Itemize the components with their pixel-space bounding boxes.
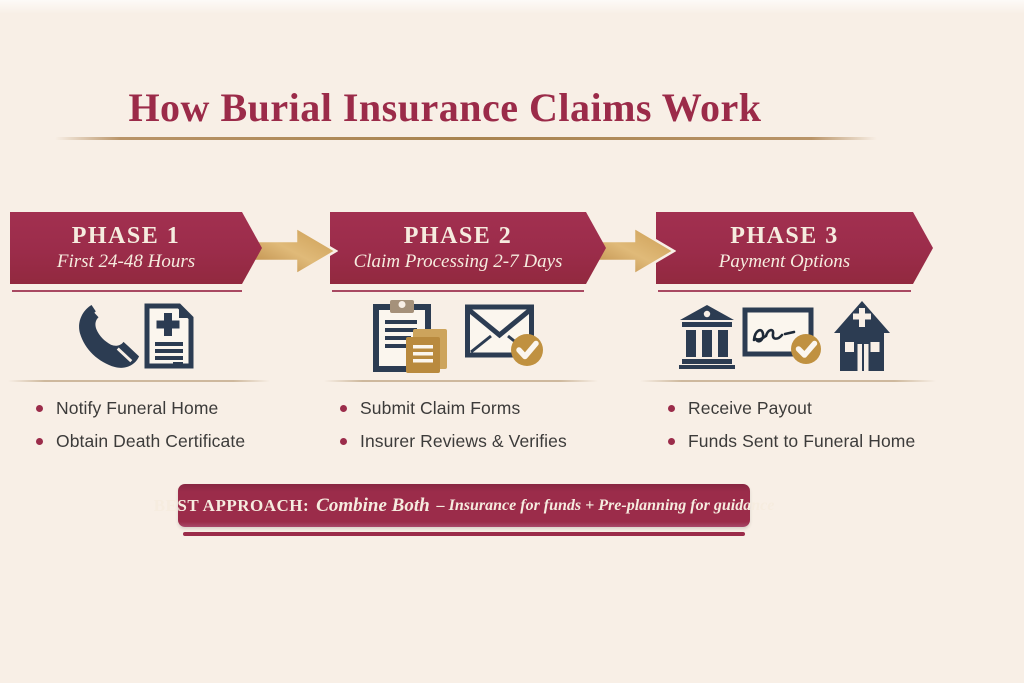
bullet-dot bbox=[668, 438, 675, 445]
bullet-dot bbox=[340, 405, 347, 412]
mail-verified-icon bbox=[465, 304, 545, 368]
funeral-home-icon bbox=[832, 299, 892, 373]
phase-3-title: PHASE 3 bbox=[730, 222, 839, 249]
best-approach-label: BEST APPROACH: bbox=[153, 495, 310, 515]
phase-2-title: PHASE 2 bbox=[403, 222, 513, 249]
bank-icon bbox=[678, 303, 736, 369]
phase-3-divider bbox=[640, 380, 936, 382]
list-item: Receive Payout bbox=[668, 392, 915, 425]
page-title: How Burial Insurance Claims Work bbox=[128, 85, 762, 130]
phase-1-divider bbox=[8, 380, 270, 382]
bullet-dot bbox=[668, 405, 675, 412]
phase-2-divider bbox=[324, 380, 598, 382]
phase-3-banner-underline bbox=[658, 290, 911, 292]
phase-3-bullet-list: Receive Payout Funds Sent to Funeral Hom… bbox=[668, 392, 915, 458]
bullet-dot bbox=[36, 438, 43, 445]
phase-1-subtitle: First 24-48 Hours bbox=[56, 251, 196, 273]
list-item: Insurer Reviews & Verifies bbox=[340, 425, 567, 458]
bullet-text: Insurer Reviews & Verifies bbox=[360, 431, 567, 451]
phase-3-banner: PHASE 3 Payment Options bbox=[656, 212, 933, 284]
phase-2-banner: PHASE 2 Claim Processing 2-7 Days bbox=[330, 212, 606, 284]
death-certificate-icon bbox=[143, 302, 195, 370]
phase-3-icon-group bbox=[656, 297, 914, 375]
phase-1-banner-underline bbox=[12, 290, 242, 292]
phase-2-subtitle: Claim Processing 2-7 Days bbox=[353, 251, 563, 273]
phase-2-icon-group bbox=[330, 297, 588, 375]
bullet-text: Obtain Death Certificate bbox=[56, 431, 246, 451]
phase-3-subtitle: Payment Options bbox=[718, 251, 851, 273]
bullet-text: Notify Funeral Home bbox=[56, 398, 219, 418]
flow-arrow-icon bbox=[245, 225, 339, 277]
phase-1-title: PHASE 1 bbox=[71, 222, 181, 249]
list-item: Obtain Death Certificate bbox=[36, 425, 245, 458]
signed-check-icon bbox=[742, 307, 826, 365]
bullet-text: Submit Claim Forms bbox=[360, 398, 521, 418]
best-approach-highlight: Combine Both bbox=[316, 494, 430, 516]
best-approach-banner-underline bbox=[183, 532, 745, 536]
best-approach-banner: BEST APPROACH: Combine Both – Insurance … bbox=[154, 484, 774, 527]
bullet-dot bbox=[340, 438, 347, 445]
phase-2-banner-underline bbox=[332, 290, 584, 292]
phase-1-banner: PHASE 1 First 24-48 Hours bbox=[10, 212, 262, 284]
title-divider bbox=[55, 137, 877, 140]
list-item: Funds Sent to Funeral Home bbox=[668, 425, 915, 458]
bullet-text: Funds Sent to Funeral Home bbox=[688, 431, 916, 451]
list-item: Notify Funeral Home bbox=[36, 392, 245, 425]
phase-1-icon-group bbox=[10, 297, 262, 375]
phase-2-bullet-list: Submit Claim Forms Insurer Reviews & Ver… bbox=[340, 392, 567, 458]
phase-1-bullet-list: Notify Funeral Home Obtain Death Certifi… bbox=[36, 392, 245, 458]
claim-forms-icon bbox=[373, 299, 451, 373]
bullet-dot bbox=[36, 405, 43, 412]
bullet-text: Receive Payout bbox=[688, 398, 812, 418]
list-item: Submit Claim Forms bbox=[340, 392, 567, 425]
best-approach-text: – Insurance for funds + Pre-planning for… bbox=[436, 496, 775, 514]
phone-icon bbox=[77, 302, 141, 370]
